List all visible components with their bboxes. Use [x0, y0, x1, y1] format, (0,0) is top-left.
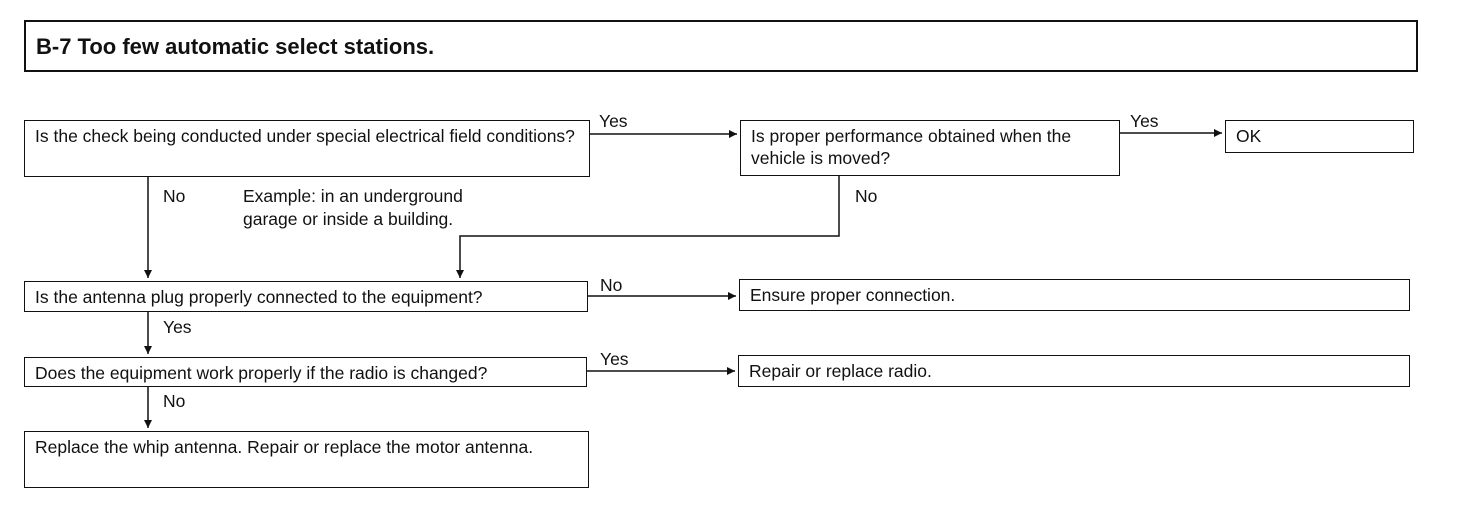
node-ok: OK — [1225, 120, 1414, 153]
label-q4-no: No — [163, 391, 186, 411]
label-q1-yes: Yes — [599, 111, 628, 131]
node-a4-repair-radio: Repair or replace radio. — [738, 355, 1410, 387]
page-title: B-7 Too few automatic select stations. — [36, 34, 435, 59]
title-box: B-7 Too few automatic select stations. — [24, 20, 1418, 72]
label-q3-yes: Yes — [163, 317, 192, 337]
label-example-line2: garage or inside a building. — [243, 209, 454, 229]
label-q3-no: No — [600, 275, 623, 295]
node-q2-vehicle-moved: Is proper performance obtained when the … — [740, 120, 1120, 176]
node-a3-ensure-connection: Ensure proper connection. — [739, 279, 1410, 311]
node-a5-replace-antenna: Replace the whip antenna. Repair or repl… — [24, 431, 589, 488]
label-q2-no: No — [855, 186, 878, 206]
label-q4-yes: Yes — [600, 349, 629, 369]
node-q3-antenna-plug: Is the antenna plug properly connected t… — [24, 281, 588, 312]
label-example-line1: Example: in an underground — [243, 186, 463, 206]
label-q2-yes: Yes — [1130, 111, 1159, 131]
node-q1-special-field: Is the check being conducted under speci… — [24, 120, 590, 177]
label-q1-no: No — [163, 186, 186, 206]
node-q4-radio-changed: Does the equipment work properly if the … — [24, 357, 587, 387]
arrow-q2-no — [456, 176, 840, 278]
